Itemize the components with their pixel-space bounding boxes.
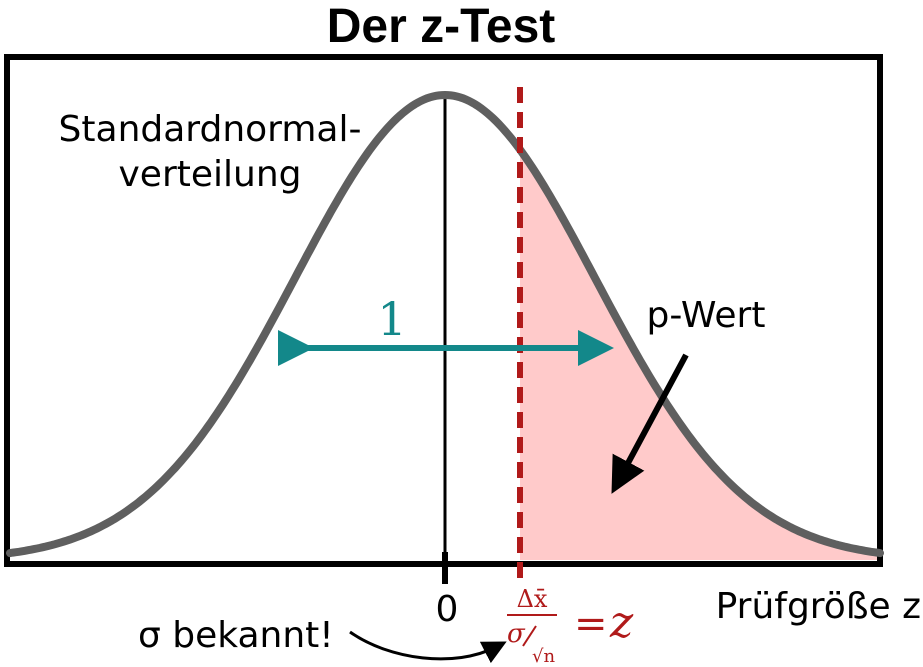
pvalue-area [520,149,880,560]
formula-sigma: σ [507,619,526,649]
formula-sqrt-n: √n [532,646,555,667]
sigma-known-note: σ bekannt! [138,615,334,656]
pvalue-pointer-arrow [611,353,689,494]
width-label: 1 [377,292,406,346]
diagram-title: Der z-Test [327,0,556,53]
formula-z: z [609,597,634,648]
sigma-note-arrow [349,630,507,664]
normal-curve [6,90,884,558]
pvalue-label: p-Wert [647,295,766,336]
formula-slash [522,625,537,647]
axis-label: Prüfgröße z [716,586,921,627]
z-formula: Δx̄ σ √n = z [507,585,634,667]
curve-label-line1: Standardnormal- [59,109,362,150]
curve-label-line2: verteilung [118,154,301,195]
formula-numerator: Δx̄ [517,585,548,613]
zero-label: 0 [436,589,459,630]
formula-equals: = [574,601,608,647]
